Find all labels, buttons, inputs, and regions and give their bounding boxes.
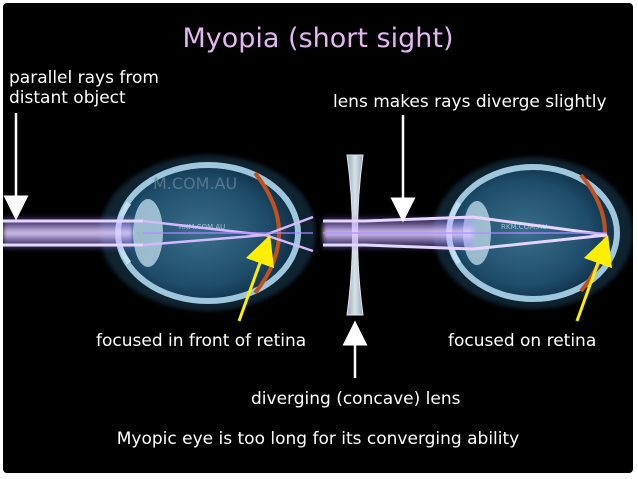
right-watermark-small: RKM.COM.AU — [501, 223, 547, 231]
diagram-canvas: M.COM.AU RKM.COM.AU RKM.COM.AU — [3, 3, 633, 473]
label-focused-front: focused in front of retina — [96, 331, 307, 351]
left-watermark-large: M.COM.AU — [153, 174, 237, 193]
caption: Myopic eye is too long for its convergin… — [116, 429, 520, 449]
diagram-title: Myopia (short sight) — [182, 23, 454, 54]
right-ray-top — [323, 215, 608, 237]
left-rays — [3, 215, 314, 253]
arrow-focus-front — [237, 234, 275, 322]
label-diverging-lens: diverging (concave) lens — [251, 389, 461, 409]
myopia-illustration: M.COM.AU RKM.COM.AU RKM.COM.AU — [3, 113, 633, 378]
label-focused-on-retina: focused on retina — [448, 331, 597, 351]
right-ray-bottom — [323, 233, 608, 251]
arrow-focus-on-retina — [575, 234, 613, 322]
label-lens-diverge: lens makes rays diverge slightly — [333, 92, 607, 112]
label-parallel-rays: parallel rays from distant object — [9, 68, 159, 108]
